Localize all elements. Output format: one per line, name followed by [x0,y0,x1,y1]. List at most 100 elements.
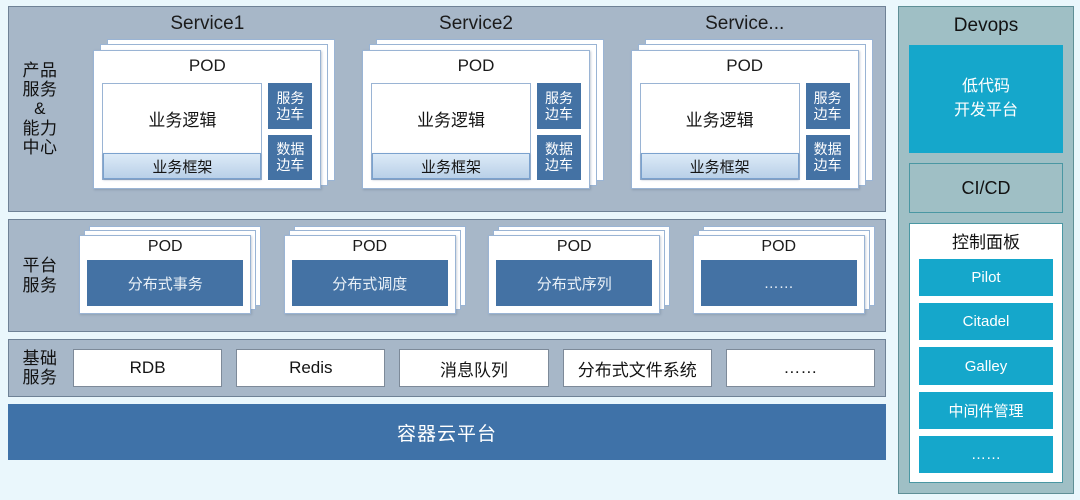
control-panel-item-middleware-management[interactable]: 中间件管理 [919,391,1053,429]
pod-stack[interactable]: POD 业务逻辑 业务框架 服务 边车 [93,39,336,189]
platform-service-box[interactable]: 分布式调度 [291,260,448,306]
platform-pod-cell[interactable]: POD 分布式调度 [278,226,467,323]
pod-title: POD [188,56,226,75]
services-row: Service1 POD 业务逻辑 业务框架 [71,7,885,211]
business-column: 业务逻辑 业务框架 [639,83,800,180]
band-product-services: 产品 服务 & 能力 中心 Service1 POD [8,6,886,212]
sidecar-line: 边车 [545,157,573,174]
band-label-platform-services: 平台 服务 [9,220,71,331]
low-code-line: 低代码 [961,78,1010,95]
sidecar-line: 数据 [813,141,842,158]
sidecar-column: 服务 边车 数据 边车 [537,83,581,180]
business-logic-box[interactable]: 业务逻辑 [417,111,485,130]
service-sidecar-box[interactable]: 服务 边车 [268,83,313,129]
pod-title: POD [352,238,388,255]
business-framework-box[interactable]: 业务框架 [372,153,530,179]
platform-pod-card[interactable]: POD 分布式事务 [79,235,252,314]
control-panel-item-more[interactable]: …… [919,435,1053,474]
band-label-line: 基础 [22,348,58,368]
pod-stack[interactable]: POD 业务逻辑 业务框架 服务 边车 [362,39,604,189]
sidecar-line: 边车 [276,157,305,174]
band-label-product-services: 产品 服务 & 能力 中心 [9,7,71,211]
cicd-box[interactable]: CI/CD [909,163,1063,213]
platform-pod-cell[interactable]: POD 分布式序列 [482,226,671,323]
sidecar-line: 服务 [545,89,573,106]
sidecar-line: 边车 [813,105,842,122]
band-infrastructure-services: 基础 服务 RDB Redis 消息队列 分布式文件系统 …… [8,339,886,397]
pod-title: POD [761,238,797,255]
sidecar-line: 服务 [276,89,305,106]
pod-stack[interactable]: POD 业务逻辑 业务框架 服务 边车 [630,39,873,189]
sidecar-line: 服务 [813,89,842,106]
platform-pod-stack[interactable]: POD …… [692,226,875,314]
band-label-line: 平台 [22,256,58,276]
business-framework-box[interactable]: 业务框架 [640,153,799,179]
sidecar-line: 数据 [545,141,573,158]
pod-title: POD [556,238,592,255]
sidecar-column: 服务 边车 数据 边车 [805,83,850,180]
pod-title: POD [457,56,495,75]
data-sidecar-box[interactable]: 数据 边车 [537,134,581,180]
infra-item-rdb[interactable]: RDB [73,349,223,387]
pod-card[interactable]: POD 业务逻辑 业务框架 服务 边车 [630,50,859,189]
band-label-line: 服务 [22,80,58,100]
platform-pod-card[interactable]: POD 分布式序列 [488,235,661,314]
control-panel-items: Pilot Citadel Galley 中间件管理 …… [919,259,1053,474]
infra-item-message-queue[interactable]: 消息队列 [399,349,549,387]
platform-pod-card[interactable]: POD …… [692,235,865,314]
band-label-line: 能力 [22,118,58,138]
platform-pod-stack[interactable]: POD 分布式事务 [79,226,262,314]
platform-stack-column: 产品 服务 & 能力 中心 Service1 POD [8,6,886,494]
band-label-line: 产品 [22,61,58,81]
band-label-line: & [34,99,46,119]
pod-card[interactable]: POD 业务逻辑 业务框架 服务 边车 [362,50,590,189]
platform-service-box[interactable]: 分布式事务 [87,260,244,306]
service-title: Service... [705,13,785,34]
control-panel-item-galley[interactable]: Galley [919,347,1053,385]
platform-pod-card[interactable]: POD 分布式调度 [283,235,456,314]
low-code-line: 开发平台 [953,102,1018,119]
platform-pod-cell[interactable]: POD …… [687,226,876,323]
band-label-line: 服务 [22,368,58,387]
infra-item-more[interactable]: …… [725,349,876,387]
sidecar-line: 数据 [276,141,305,158]
business-logic-box[interactable]: 业务逻辑 [685,111,754,130]
data-sidecar-box[interactable]: 数据 边车 [805,134,850,180]
service-group-3[interactable]: Service... POD 业务逻辑 业务框架 [610,11,879,205]
infra-item-distributed-file-system[interactable]: 分布式文件系统 [562,349,712,387]
control-panel-item-citadel[interactable]: Citadel [919,303,1053,341]
business-framework-box[interactable]: 业务框架 [103,153,262,179]
service-title: Service1 [170,13,245,34]
service-group-2[interactable]: Service2 POD 业务逻辑 业务框架 [342,11,611,205]
pod-title: POD [726,56,764,75]
devops-title: Devops [953,15,1019,36]
band-platform-services: 平台 服务 POD 分布式事务 [8,219,886,332]
business-logic-box[interactable]: 业务逻辑 [148,111,217,130]
service-group-1[interactable]: Service1 POD 业务逻辑 业务框架 [73,11,342,205]
business-column: 业务逻辑 业务框架 [371,83,531,180]
data-sidecar-box[interactable]: 数据 边车 [268,134,313,180]
pod-contents: 业务逻辑 业务框架 服务 边车 数据 [639,83,850,180]
control-panel-item-pilot[interactable]: Pilot [919,259,1053,297]
sidecar-column: 服务 边车 数据 边车 [268,83,313,180]
band-label-line: 中心 [22,137,58,157]
pod-title: POD [147,238,183,255]
low-code-platform-box[interactable]: 低代码 开发平台 [909,45,1063,153]
platform-pods-row: POD 分布式事务 POD 分布式调度 [71,220,885,331]
sidecar-line: 边车 [813,157,842,174]
pod-card[interactable]: POD 业务逻辑 业务框架 服务 边车 [93,50,322,189]
service-sidecar-box[interactable]: 服务 边车 [537,83,581,129]
platform-service-box[interactable]: 分布式序列 [496,260,653,306]
platform-service-box[interactable]: …… [700,260,857,306]
band-label-infrastructure-services: 基础 服务 [9,340,71,396]
infra-item-redis[interactable]: Redis [236,349,386,387]
platform-pod-stack[interactable]: POD 分布式调度 [283,226,466,314]
container-cloud-platform-bar[interactable]: 容器云平台 [8,404,886,460]
control-panel-title: 控制面板 [952,233,1020,252]
service-sidecar-box[interactable]: 服务 边车 [805,83,850,129]
service-title: Service2 [439,13,513,34]
platform-pod-cell[interactable]: POD 分布式事务 [73,226,262,323]
control-panel: 控制面板 Pilot Citadel Galley 中间件管理 …… [909,223,1063,483]
platform-pod-stack[interactable]: POD 分布式序列 [488,226,671,314]
